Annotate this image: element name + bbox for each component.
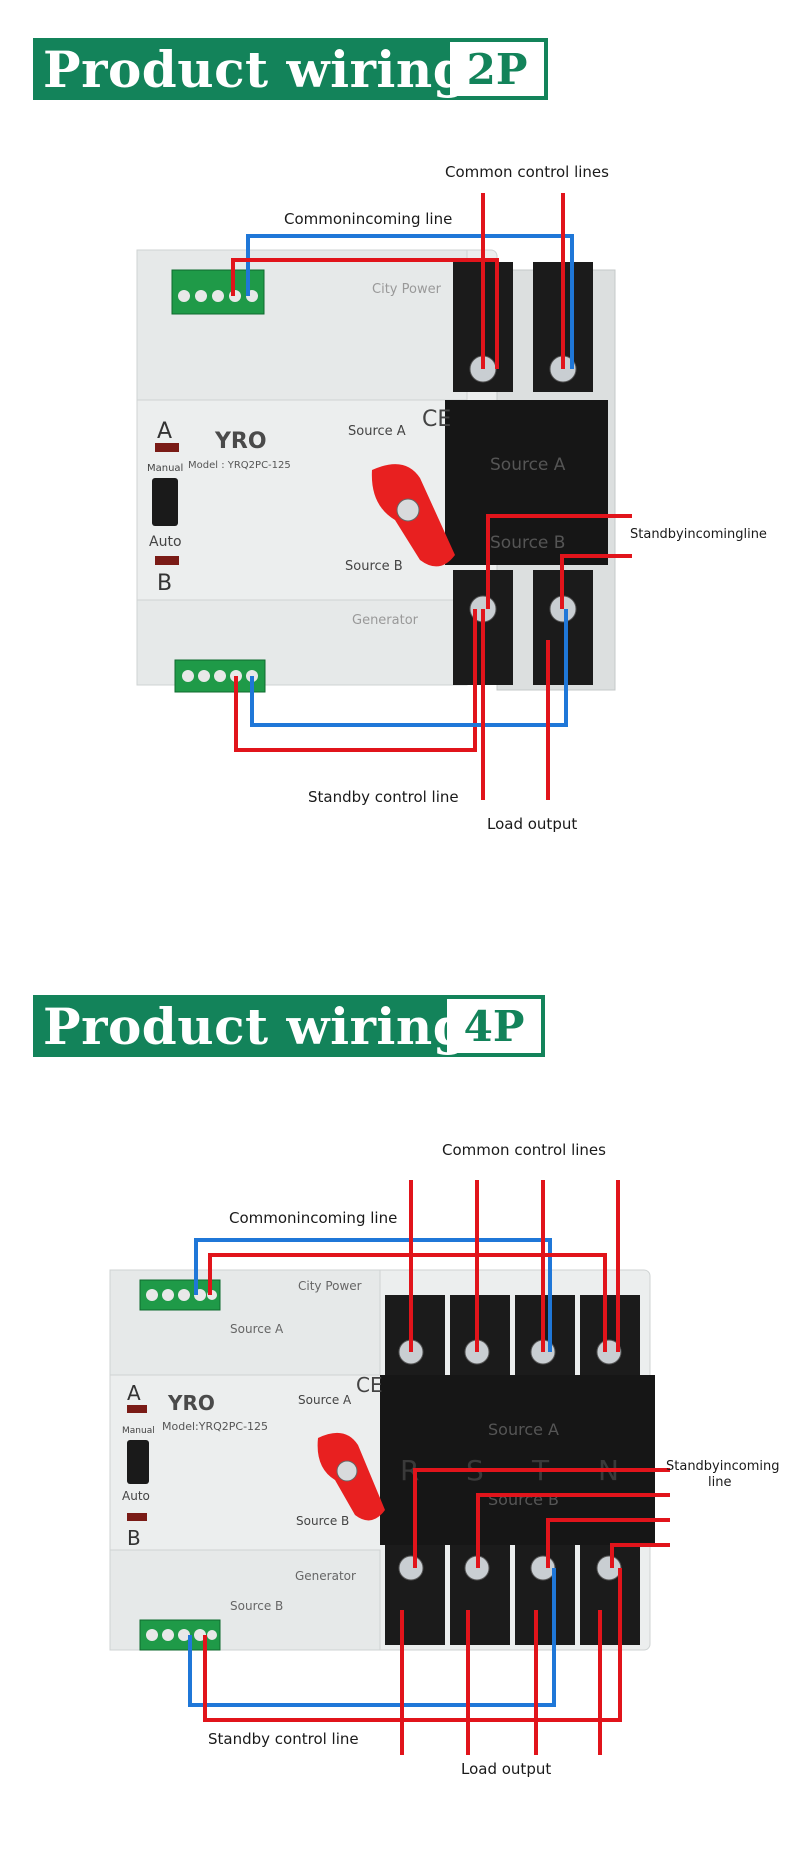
banner-2p: Product wiring 2P bbox=[33, 38, 548, 100]
manual-auto-toggle bbox=[127, 1440, 149, 1484]
standby-incoming-line-label-2: line bbox=[708, 1475, 732, 1490]
source-a-text: Source A bbox=[348, 424, 406, 439]
model-text: Model:YRQ2PC-125 bbox=[162, 1420, 268, 1433]
indicator-led-b bbox=[155, 556, 179, 565]
module-source-a: Source A bbox=[488, 1420, 559, 1439]
indicator-led-a bbox=[127, 1405, 147, 1413]
source-a-box-label: Source A bbox=[230, 1322, 284, 1336]
banner-title: Product wiring bbox=[43, 996, 469, 1056]
manual-auto-toggle bbox=[152, 478, 178, 526]
common-control-lines-label: Common control lines bbox=[445, 163, 609, 181]
source-a-text: Source A bbox=[298, 1393, 352, 1407]
model-text: Model : YRQ2PC-125 bbox=[188, 460, 291, 471]
rotary-handle bbox=[371, 464, 455, 567]
brand-logo: YRO bbox=[167, 1391, 215, 1415]
source-b-text: Source B bbox=[345, 559, 403, 574]
standby-incoming-line-label: Standbyincomingline bbox=[630, 527, 767, 542]
banner-tag: 4P bbox=[447, 999, 541, 1053]
brand-logo: YRO bbox=[214, 429, 267, 454]
green-terminal-block-top bbox=[139, 1279, 221, 1311]
ce-mark: CE bbox=[422, 407, 451, 432]
indicator-led-a bbox=[155, 443, 179, 452]
manual-label: Manual bbox=[147, 463, 183, 474]
ce-mark: CE bbox=[356, 1373, 383, 1397]
source-b-text: Source B bbox=[296, 1514, 349, 1528]
source-b-box-label: Source B bbox=[230, 1599, 283, 1613]
common-incoming-line-label: Commonincoming line bbox=[229, 1209, 398, 1227]
banner-4p: Product wiring 4P bbox=[33, 995, 545, 1057]
green-terminal-block-bottom bbox=[139, 1619, 221, 1651]
auto-label: Auto bbox=[122, 1489, 150, 1503]
manual-label: Manual bbox=[122, 1426, 155, 1436]
banner-tag: 2P bbox=[450, 42, 544, 96]
common-incoming-line-label: Commonincoming line bbox=[284, 210, 453, 228]
load-output-label: Load output bbox=[487, 815, 578, 833]
city-power-text: City Power bbox=[372, 282, 442, 297]
standby-control-line-label: Standby control line bbox=[308, 788, 459, 806]
module-source-b: Source B bbox=[488, 1490, 559, 1509]
indicator-led-b bbox=[127, 1513, 147, 1521]
label-a: A bbox=[127, 1381, 141, 1405]
standby-control-line-label: Standby control line bbox=[208, 1730, 359, 1748]
common-control-lines-label: Common control lines bbox=[442, 1141, 606, 1159]
wiring-diagram-4p: R S T N Source A Source B A B Manual Aut… bbox=[109, 1180, 670, 1755]
auto-label: Auto bbox=[149, 534, 182, 550]
wiring-diagram-2p: A B Manual Auto YRO Model : YRQ2PC-125 C… bbox=[136, 193, 632, 800]
load-output-label: Load output bbox=[461, 1760, 552, 1778]
module-source-b: Source B bbox=[490, 533, 565, 553]
standby-incoming-line-label: Standbyincoming bbox=[666, 1459, 780, 1474]
banner-title: Product wiring bbox=[43, 39, 469, 99]
generator-text: Generator bbox=[352, 613, 419, 628]
label-b: B bbox=[157, 571, 172, 596]
rotary-handle bbox=[317, 1432, 385, 1521]
green-terminal-block-top bbox=[171, 269, 265, 315]
wires-4p bbox=[188, 1180, 670, 1755]
wires-2p bbox=[231, 193, 632, 800]
module-source-a: Source A bbox=[490, 455, 566, 475]
generator-text: Generator bbox=[295, 1569, 356, 1583]
label-a: A bbox=[157, 419, 172, 444]
city-power-text: City Power bbox=[298, 1279, 362, 1293]
label-b: B bbox=[127, 1526, 141, 1550]
